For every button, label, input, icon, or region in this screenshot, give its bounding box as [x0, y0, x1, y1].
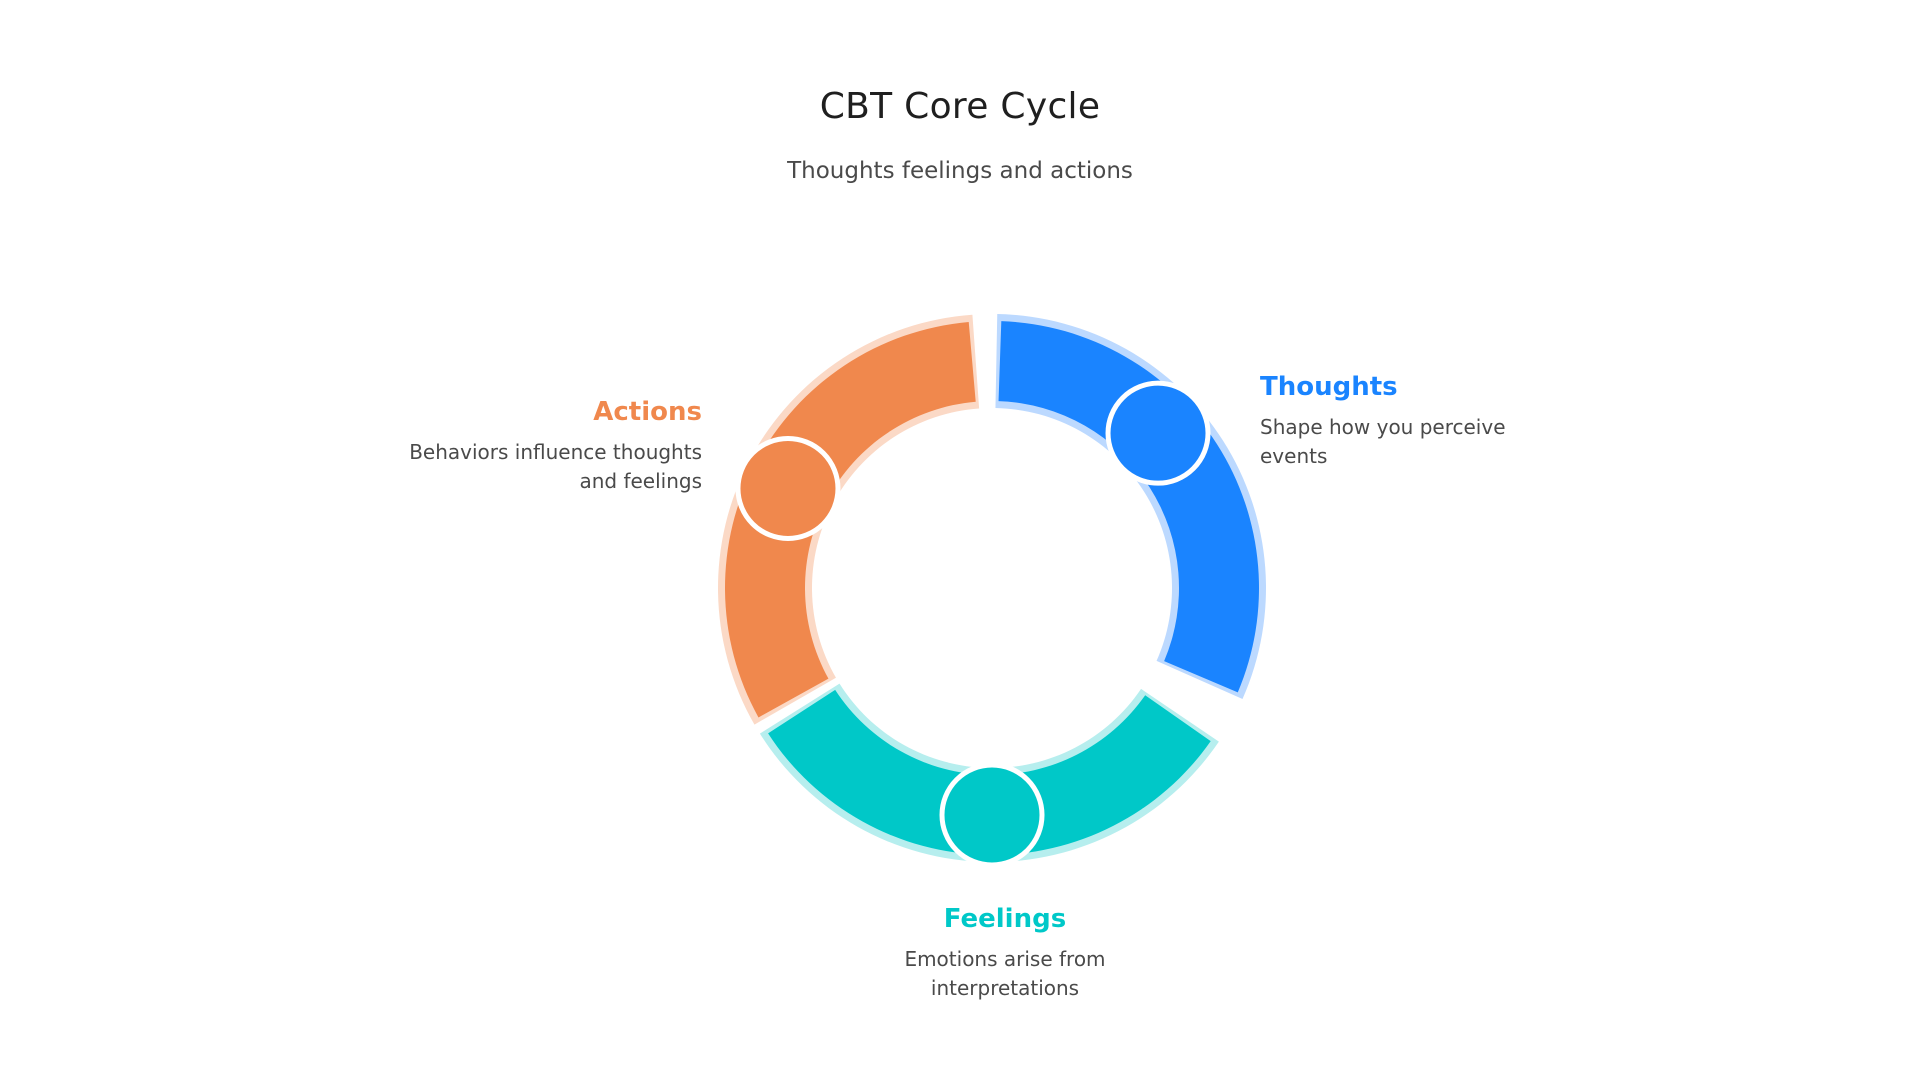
- feelings-description: Emotions arise from interpretations: [904, 947, 1106, 1000]
- diagram-title: CBT Core Cycle: [819, 86, 1101, 127]
- feelings-label: Feelings: [943, 904, 1067, 934]
- actions-segment: [725, 322, 976, 718]
- feelings-segment: [768, 689, 1211, 856]
- thoughts-node-circle: [1105, 380, 1211, 486]
- actions-node-circle: [735, 435, 841, 541]
- thoughts-description: Shape how you perceive events: [1260, 415, 1506, 468]
- actions-description: Behaviors influence thoughts and feeling…: [409, 440, 702, 493]
- feelings-node-circle: [939, 762, 1045, 868]
- thoughts-segment: [998, 321, 1259, 693]
- thoughts-label: Thoughts: [1260, 372, 1398, 402]
- diagram-subtitle: Thoughts feelings and actions: [787, 158, 1133, 184]
- actions-label: Actions: [593, 397, 702, 427]
